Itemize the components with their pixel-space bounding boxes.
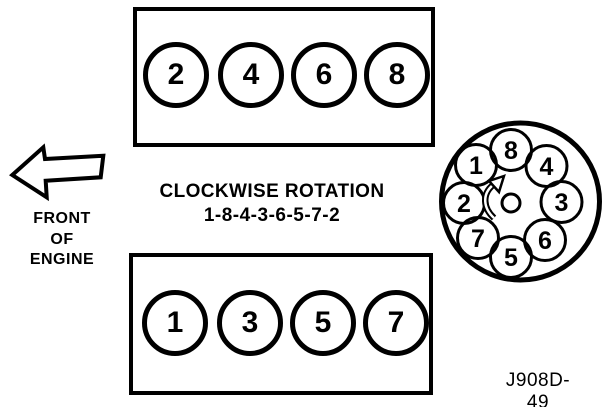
cylinder-3: 3	[217, 290, 283, 356]
cylinder-7: 7	[363, 290, 429, 356]
bottom-cylinder-bank: 1 3 5 7	[129, 253, 433, 395]
distributor-terminal-labels: 8 4 3 6 5 7 2 1	[457, 137, 568, 272]
figure-id-label: J908D-49	[505, 370, 571, 407]
terminal-bottom	[489, 235, 533, 279]
terminal-top-label: 8	[504, 137, 518, 165]
front-of-engine-label: FRONT OF ENGINE	[17, 209, 107, 271]
terminal-left-label: 2	[457, 190, 471, 218]
terminal-upper-left-label: 1	[469, 152, 483, 180]
terminal-lower-right-label: 6	[538, 227, 552, 255]
cylinder-4-label: 4	[242, 58, 260, 91]
rotation-arrow-icon	[482, 174, 506, 221]
top-cylinder-bank: 2 4 6 8	[133, 7, 435, 147]
firing-order-text: 1-8-4-3-6-5-7-2	[203, 205, 341, 226]
terminal-right-label: 3	[555, 189, 569, 217]
distributor-cap: 8 4 3 6 5 7 2 1	[439, 120, 602, 283]
terminal-upper-left	[454, 143, 498, 187]
front-of-engine-line-3: ENGINE	[29, 251, 95, 269]
front-direction-arrow-icon	[9, 143, 106, 202]
terminal-right	[539, 180, 584, 224]
distributor-hub	[500, 192, 522, 214]
cylinder-4: 4	[218, 42, 284, 108]
clockwise-rotation-label: CLOCKWISE ROTATION	[159, 181, 385, 202]
cylinder-1: 1	[142, 290, 208, 356]
front-of-engine-line-1: FRONT	[33, 210, 91, 227]
cylinder-2-label: 2	[167, 58, 185, 91]
terminal-bottom-label: 5	[504, 244, 518, 272]
cylinder-5: 5	[290, 290, 356, 356]
terminal-lower-left-label: 7	[471, 225, 485, 253]
cylinder-6-label: 6	[315, 58, 333, 91]
cylinder-8-label: 8	[388, 58, 406, 91]
cylinder-8: 8	[364, 42, 430, 108]
distributor-terminals	[442, 128, 584, 279]
cylinder-5-label: 5	[314, 306, 332, 339]
cylinder-2: 2	[143, 42, 209, 108]
cylinder-7-label: 7	[387, 306, 405, 339]
terminal-upper-right-label: 4	[540, 153, 554, 181]
cylinder-6: 6	[291, 42, 357, 108]
cylinder-3-label: 3	[241, 306, 259, 339]
cylinder-1-label: 1	[166, 306, 184, 339]
front-of-engine-line-2: OF	[50, 230, 74, 248]
